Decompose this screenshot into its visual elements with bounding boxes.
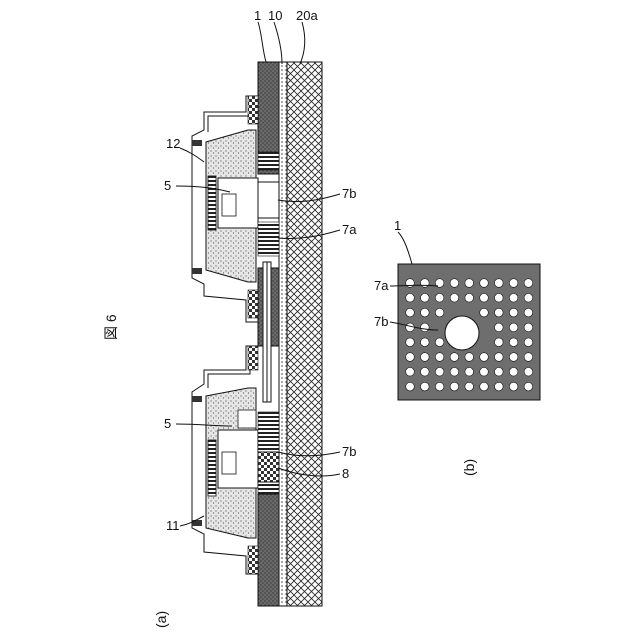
panel-a-cross-section: 1 10 20a 12 5 7b 7a 5 7b 8 11 (a)	[153, 8, 357, 628]
via-hole	[465, 279, 474, 288]
via-hole	[495, 382, 504, 391]
via-hole	[406, 308, 415, 317]
label-1-b: 1	[394, 218, 401, 233]
panel-b-plan-view: 1 7a 7b (b)	[374, 218, 540, 476]
via-hole	[509, 294, 518, 303]
layer-10	[279, 62, 287, 606]
via-hole	[435, 338, 444, 347]
via-hole	[465, 294, 474, 303]
via-hole	[406, 353, 415, 362]
via-hole	[509, 382, 518, 391]
via-hole	[495, 294, 504, 303]
label-7a-b: 7a	[374, 278, 389, 293]
via-hole	[435, 308, 444, 317]
via-hole	[450, 368, 459, 377]
via-hole	[435, 382, 444, 391]
via-hole-7b	[445, 316, 479, 350]
via-hole	[524, 353, 533, 362]
via-hole	[406, 338, 415, 347]
via-hole	[421, 279, 430, 288]
label-11: 11	[166, 518, 180, 533]
via-hole	[524, 382, 533, 391]
panel-b-label: (b)	[461, 459, 477, 476]
via-hole	[406, 279, 415, 288]
via-hole	[421, 323, 430, 332]
label-7b-top: 7b	[342, 186, 356, 201]
label-1-a: 1	[254, 8, 261, 23]
via-hole	[524, 308, 533, 317]
via-hole	[465, 382, 474, 391]
label-7a: 7a	[342, 222, 357, 237]
via-hole	[509, 279, 518, 288]
via-hole	[524, 294, 533, 303]
via-hole	[421, 338, 430, 347]
via-hole	[450, 353, 459, 362]
label-20a: 20a	[296, 8, 318, 23]
via-hole	[435, 294, 444, 303]
panel-a-label: (a)	[153, 611, 169, 628]
filled-via-8	[258, 452, 279, 482]
via-hole	[480, 279, 489, 288]
via-hole	[450, 279, 459, 288]
label-5-top: 5	[164, 178, 171, 193]
via-hole	[495, 308, 504, 317]
via-hole	[406, 294, 415, 303]
via-hole	[480, 353, 489, 362]
via-hole	[509, 323, 518, 332]
label-7b-b: 7b	[374, 314, 388, 329]
via-hole	[495, 323, 504, 332]
via-hole	[421, 294, 430, 303]
via-hole	[509, 338, 518, 347]
label-8: 8	[342, 466, 349, 481]
via-hole	[480, 294, 489, 303]
figure-title: 図 6	[103, 314, 119, 340]
via-hole	[509, 353, 518, 362]
via-7b-top	[258, 182, 279, 218]
via-hole	[421, 368, 430, 377]
via-hole	[465, 353, 474, 362]
via-hole	[495, 368, 504, 377]
via-hole	[480, 382, 489, 391]
via-hole	[480, 308, 489, 317]
via-hole	[524, 323, 533, 332]
via-hole	[435, 368, 444, 377]
via-hole	[421, 382, 430, 391]
via-hole	[509, 368, 518, 377]
via-hole	[495, 353, 504, 362]
via-hole	[450, 294, 459, 303]
board-1-bottom	[258, 494, 279, 606]
label-7b-bottom: 7b	[342, 444, 356, 459]
via-hole	[509, 308, 518, 317]
via-hole	[524, 279, 533, 288]
via-hole	[421, 353, 430, 362]
via-hole	[465, 368, 474, 377]
via-hole	[406, 368, 415, 377]
label-5-bottom: 5	[164, 416, 171, 431]
via-hole	[421, 308, 430, 317]
via-hole	[495, 279, 504, 288]
via-hole	[406, 382, 415, 391]
via-hole	[524, 338, 533, 347]
via-hole	[435, 353, 444, 362]
via-hole	[406, 323, 415, 332]
via-hole	[524, 368, 533, 377]
substrate-20a	[286, 62, 322, 606]
via-hole	[495, 338, 504, 347]
label-10: 10	[268, 8, 282, 23]
via-hole	[480, 368, 489, 377]
label-12: 12	[166, 136, 180, 151]
via-hole	[450, 382, 459, 391]
